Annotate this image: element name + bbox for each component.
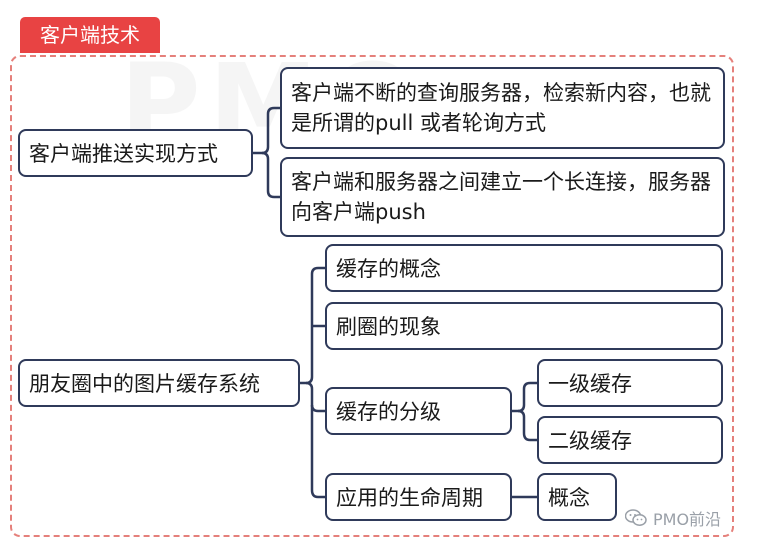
- node-lifecycle: 应用的生命周期: [325, 473, 512, 521]
- wechat-icon: [625, 509, 647, 526]
- node-level2: 二级缓存: [537, 416, 723, 464]
- node-label: 客户端不断的查询服务器，检索新内容，也就是所谓的pull 或者轮询方式: [291, 81, 711, 135]
- node-label: 客户端和服务器之间建立一个长连接，服务器向客户端push: [291, 170, 711, 224]
- node-label: 客户端推送实现方式: [29, 142, 218, 166]
- diagram-frame: [10, 55, 734, 537]
- node-label: 概念: [548, 486, 590, 510]
- connector-levels: [512, 381, 537, 413]
- connector-push-methods-2: [261, 151, 280, 199]
- node-label: 应用的生命周期: [336, 486, 483, 510]
- node-label: 一级缓存: [548, 372, 632, 396]
- page-title: 客户端技术: [20, 17, 160, 53]
- connector-moments-4: [310, 405, 325, 499]
- node-concept: 概念: [537, 473, 617, 521]
- node-moments-cache: 朋友圈中的图片缓存系统: [18, 359, 300, 407]
- node-push-methods: 客户端推送实现方式: [18, 129, 253, 177]
- connector-moments-3: [305, 381, 325, 413]
- node-cache-concept: 缓存的概念: [325, 244, 723, 292]
- node-label: 朋友圈中的图片缓存系统: [29, 372, 260, 396]
- node-label: 刷圈的现象: [336, 315, 441, 339]
- node-label: 缓存的概念: [336, 257, 441, 281]
- node-level1: 一级缓存: [537, 359, 723, 407]
- node-cache-levels: 缓存的分级: [325, 387, 512, 435]
- connector-levels-2: [517, 409, 537, 442]
- source-watermark: PMO前沿: [625, 506, 721, 530]
- node-label: 二级缓存: [548, 429, 632, 453]
- node-label: 缓存的分级: [336, 400, 441, 424]
- node-polling: 客户端不断的查询服务器，检索新内容，也就是所谓的pull 或者轮询方式: [280, 67, 725, 149]
- watermark-text: PMO前沿: [653, 510, 722, 529]
- node-long-connection: 客户端和服务器之间建立一个长连接，服务器向客户端push: [280, 157, 725, 237]
- connector-push-methods: [253, 106, 280, 155]
- node-refresh-loop: 刷圈的现象: [325, 302, 723, 350]
